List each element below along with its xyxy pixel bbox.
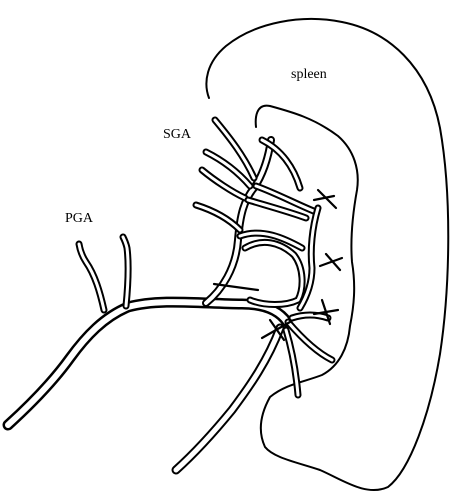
main-trunk-vessel bbox=[8, 302, 287, 425]
lower-branches bbox=[286, 315, 332, 395]
ligature-2 bbox=[320, 254, 342, 270]
descending-vessel bbox=[176, 328, 280, 470]
spleen-label: spleen bbox=[291, 67, 327, 82]
pga-branch-left bbox=[79, 244, 104, 310]
pga-label: PGA bbox=[65, 211, 94, 226]
pga-branch-right bbox=[123, 237, 128, 306]
vessel-tree bbox=[8, 120, 332, 470]
sga-trunk-vessel bbox=[206, 140, 271, 303]
sga-label: SGA bbox=[163, 127, 192, 142]
central-loop-vessel bbox=[245, 242, 302, 304]
